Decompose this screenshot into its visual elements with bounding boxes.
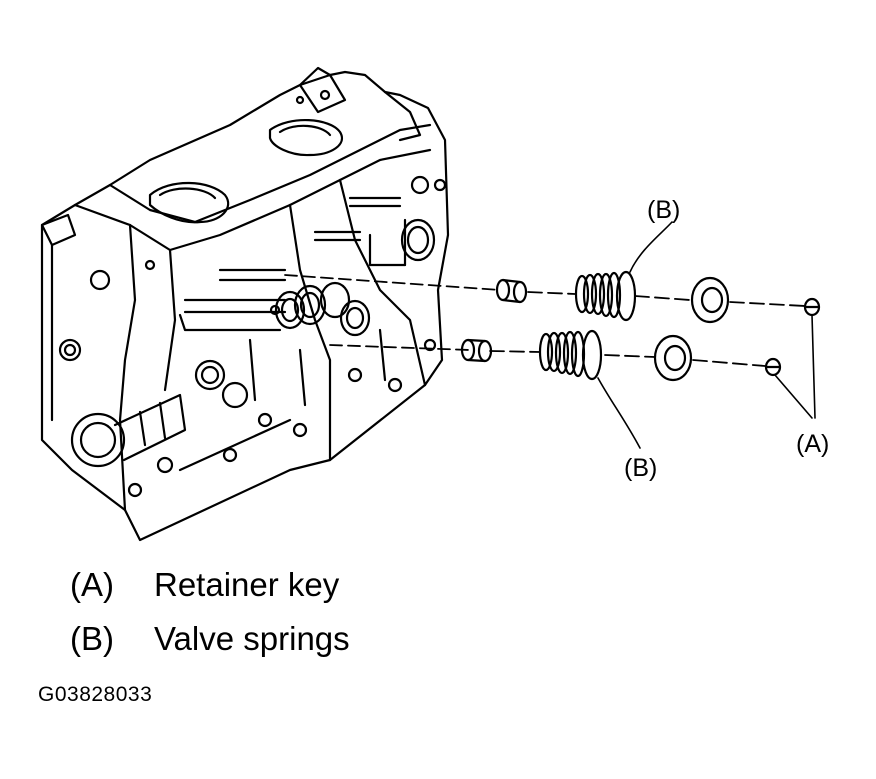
valve-assembly-diagram: (B) (B) (A)	[40, 66, 829, 542]
lower-valve-seal	[460, 338, 493, 363]
legend-key: (A)	[70, 566, 114, 603]
legend-item-valve-springs: (B) Valve springs	[70, 622, 350, 655]
cylinder-head	[40, 66, 450, 542]
callout-b-bottom: (B)	[624, 454, 657, 482]
lower-spring-retainer	[653, 334, 693, 382]
lower-valve-spring	[538, 329, 603, 381]
legend-label: Valve springs	[154, 620, 350, 657]
upper-spring-retainer	[690, 276, 730, 324]
legend-item-retainer-key: (A) Retainer key	[70, 568, 339, 601]
upper-valve-spring	[574, 270, 637, 322]
upper-valve-seal	[495, 278, 528, 304]
lower-retainer-key	[764, 357, 782, 377]
callout-a: (A)	[796, 430, 829, 458]
legend-key: (B)	[70, 620, 114, 657]
valve-axis-lines	[284, 274, 806, 367]
legend-label: Retainer key	[154, 566, 340, 603]
figure-code: G03828033	[38, 683, 153, 706]
leader-lines	[597, 221, 816, 449]
upper-retainer-key	[803, 297, 821, 317]
callout-b-top: (B)	[647, 196, 680, 224]
